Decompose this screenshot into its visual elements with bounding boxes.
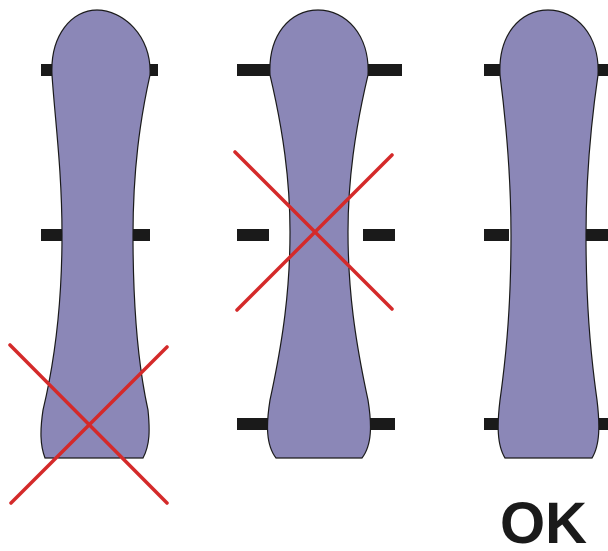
- marker-left-top-l: [41, 64, 53, 76]
- marker-middle-bot-l: [237, 418, 270, 430]
- marker-right-bot-l: [484, 418, 498, 430]
- marker-left-mid-r: [133, 229, 150, 241]
- marker-middle-top-l: [237, 64, 270, 76]
- marker-right-top-l: [484, 64, 500, 76]
- specimen-middle: [235, 10, 402, 458]
- ok-label: OK: [500, 491, 587, 551]
- marker-middle-mid-r: [363, 229, 395, 241]
- marker-right-mid-l: [484, 229, 509, 241]
- marker-middle-bot-r: [367, 418, 395, 430]
- specimen-right: [484, 10, 608, 458]
- marker-left-mid-l: [41, 229, 62, 241]
- marker-middle-top-r: [367, 64, 402, 76]
- marker-middle-mid-l: [237, 229, 269, 241]
- specimen-left: [10, 10, 167, 503]
- marker-right-mid-r: [584, 229, 608, 241]
- specimen-right-body: [498, 10, 599, 458]
